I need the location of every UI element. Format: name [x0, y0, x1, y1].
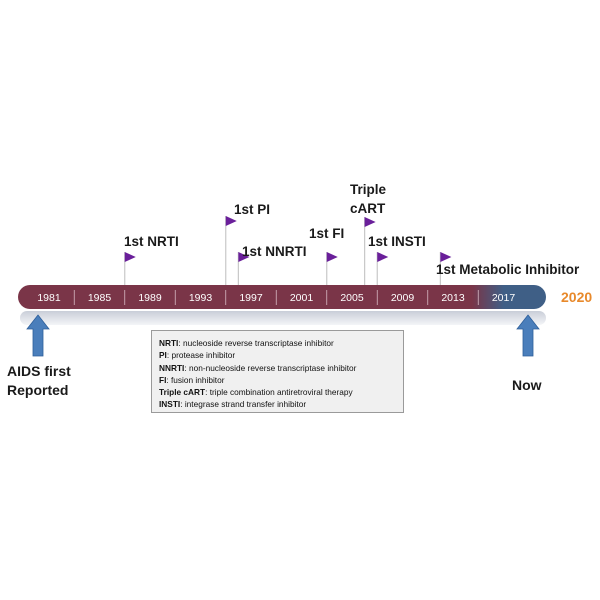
- legend-term: Triple cART: [159, 387, 206, 398]
- end-marker-label: Now: [512, 377, 542, 393]
- legend-definition: : nucleoside reverse transcriptase inhib…: [178, 338, 334, 348]
- year-label: 2001: [290, 292, 314, 304]
- year-label: 1989: [138, 292, 162, 304]
- milestone-label: cART: [350, 201, 386, 216]
- legend-term: NRTI: [159, 338, 179, 348]
- year-label: 1985: [88, 292, 112, 304]
- milestone-flag: Triple cART: [350, 182, 387, 285]
- timeline-shadow: [20, 311, 546, 325]
- flag-icon: [377, 252, 389, 262]
- milestone-flag: 1st PI: [225, 202, 270, 285]
- legend-row: NNRTI: non-nucleoside reverse transcript…: [159, 362, 397, 374]
- abbreviation-legend: NRTI: nucleoside reverse transcriptase i…: [151, 330, 404, 413]
- flag-icon: [364, 217, 376, 227]
- year-label: 2013: [441, 292, 465, 304]
- year-label: 2009: [391, 292, 415, 304]
- legend-term: INSTI: [159, 399, 181, 410]
- milestone-flag: 1st NNRTI: [237, 244, 307, 285]
- year-label: 1993: [189, 292, 213, 304]
- milestone-label: 1st Metabolic Inhibitor: [436, 262, 580, 277]
- start-marker-label: Reported: [7, 382, 68, 398]
- milestone-flag: 1st INSTI: [368, 234, 426, 285]
- legend-term: PI: [159, 350, 167, 361]
- milestone-label: 1st PI: [234, 202, 270, 217]
- legend-row: FI: fusion inhibitor: [159, 374, 397, 386]
- legend-term: FI: [159, 374, 167, 385]
- year-label: 1997: [239, 292, 263, 304]
- current-year-label: 2020: [561, 289, 592, 305]
- legend-row: Triple cART: triple combination antiretr…: [159, 386, 397, 398]
- milestone-flag: 1st Metabolic Inhibitor: [436, 252, 580, 285]
- legend-row: PI: protease inhibitor: [159, 349, 397, 361]
- year-label: 2005: [340, 292, 364, 304]
- start-marker-label: AIDS first: [7, 363, 71, 379]
- flag-icon: [238, 252, 250, 262]
- legend-definition: : triple combination antiretroviral ther…: [205, 387, 353, 398]
- flag-icon: [225, 216, 237, 226]
- legend-row: INSTI: integrase strand transfer inhibit…: [159, 398, 397, 410]
- flag-icon: [124, 252, 136, 262]
- legend-term: NNRTI: [159, 362, 185, 373]
- legend-definition: : protease inhibitor: [166, 350, 236, 361]
- year-label: 1981: [37, 292, 61, 304]
- milestone-label: 1st NRTI: [124, 234, 179, 249]
- legend-definition: : integrase strand transfer inhibitor: [180, 399, 307, 410]
- legend-definition: : non-nucleoside reverse transcriptase i…: [184, 362, 357, 373]
- flag-icon: [326, 252, 338, 262]
- milestone-flag: 1st NRTI: [124, 234, 179, 285]
- milestone-label: 1st INSTI: [368, 234, 426, 249]
- flag-icon: [440, 252, 452, 262]
- milestone-label: 1st NNRTI: [242, 244, 307, 259]
- year-label: 2017: [492, 292, 516, 304]
- timeline-bar: [18, 285, 546, 309]
- milestone-flag: 1st FI: [309, 226, 344, 285]
- milestone-label: 1st FI: [309, 226, 344, 241]
- milestone-label: Triple: [350, 182, 387, 197]
- legend-definition: : fusion inhibitor: [166, 374, 225, 385]
- up-arrow-icon: [516, 314, 540, 357]
- legend-row: NRTI: nucleoside reverse transcriptase i…: [159, 337, 397, 349]
- up-arrow-icon: [26, 314, 50, 357]
